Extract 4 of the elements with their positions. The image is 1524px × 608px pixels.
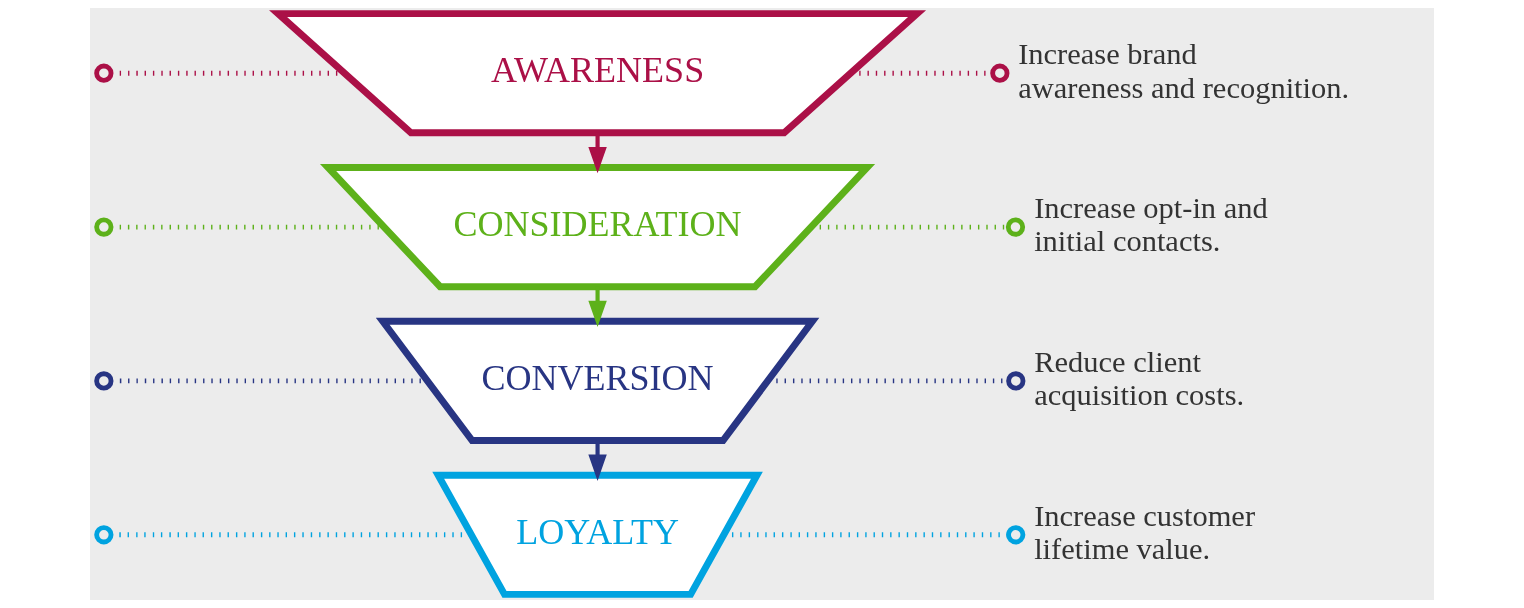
node-text: Reduce client acquisition costs. (1034, 345, 1245, 413)
node-text: Increase customer lifetime value. (1034, 498, 1256, 567)
node-text: Increase brand awareness and recognition. (1018, 37, 1350, 105)
node-text: Increase opt-in and initial contacts. (1034, 191, 1268, 259)
